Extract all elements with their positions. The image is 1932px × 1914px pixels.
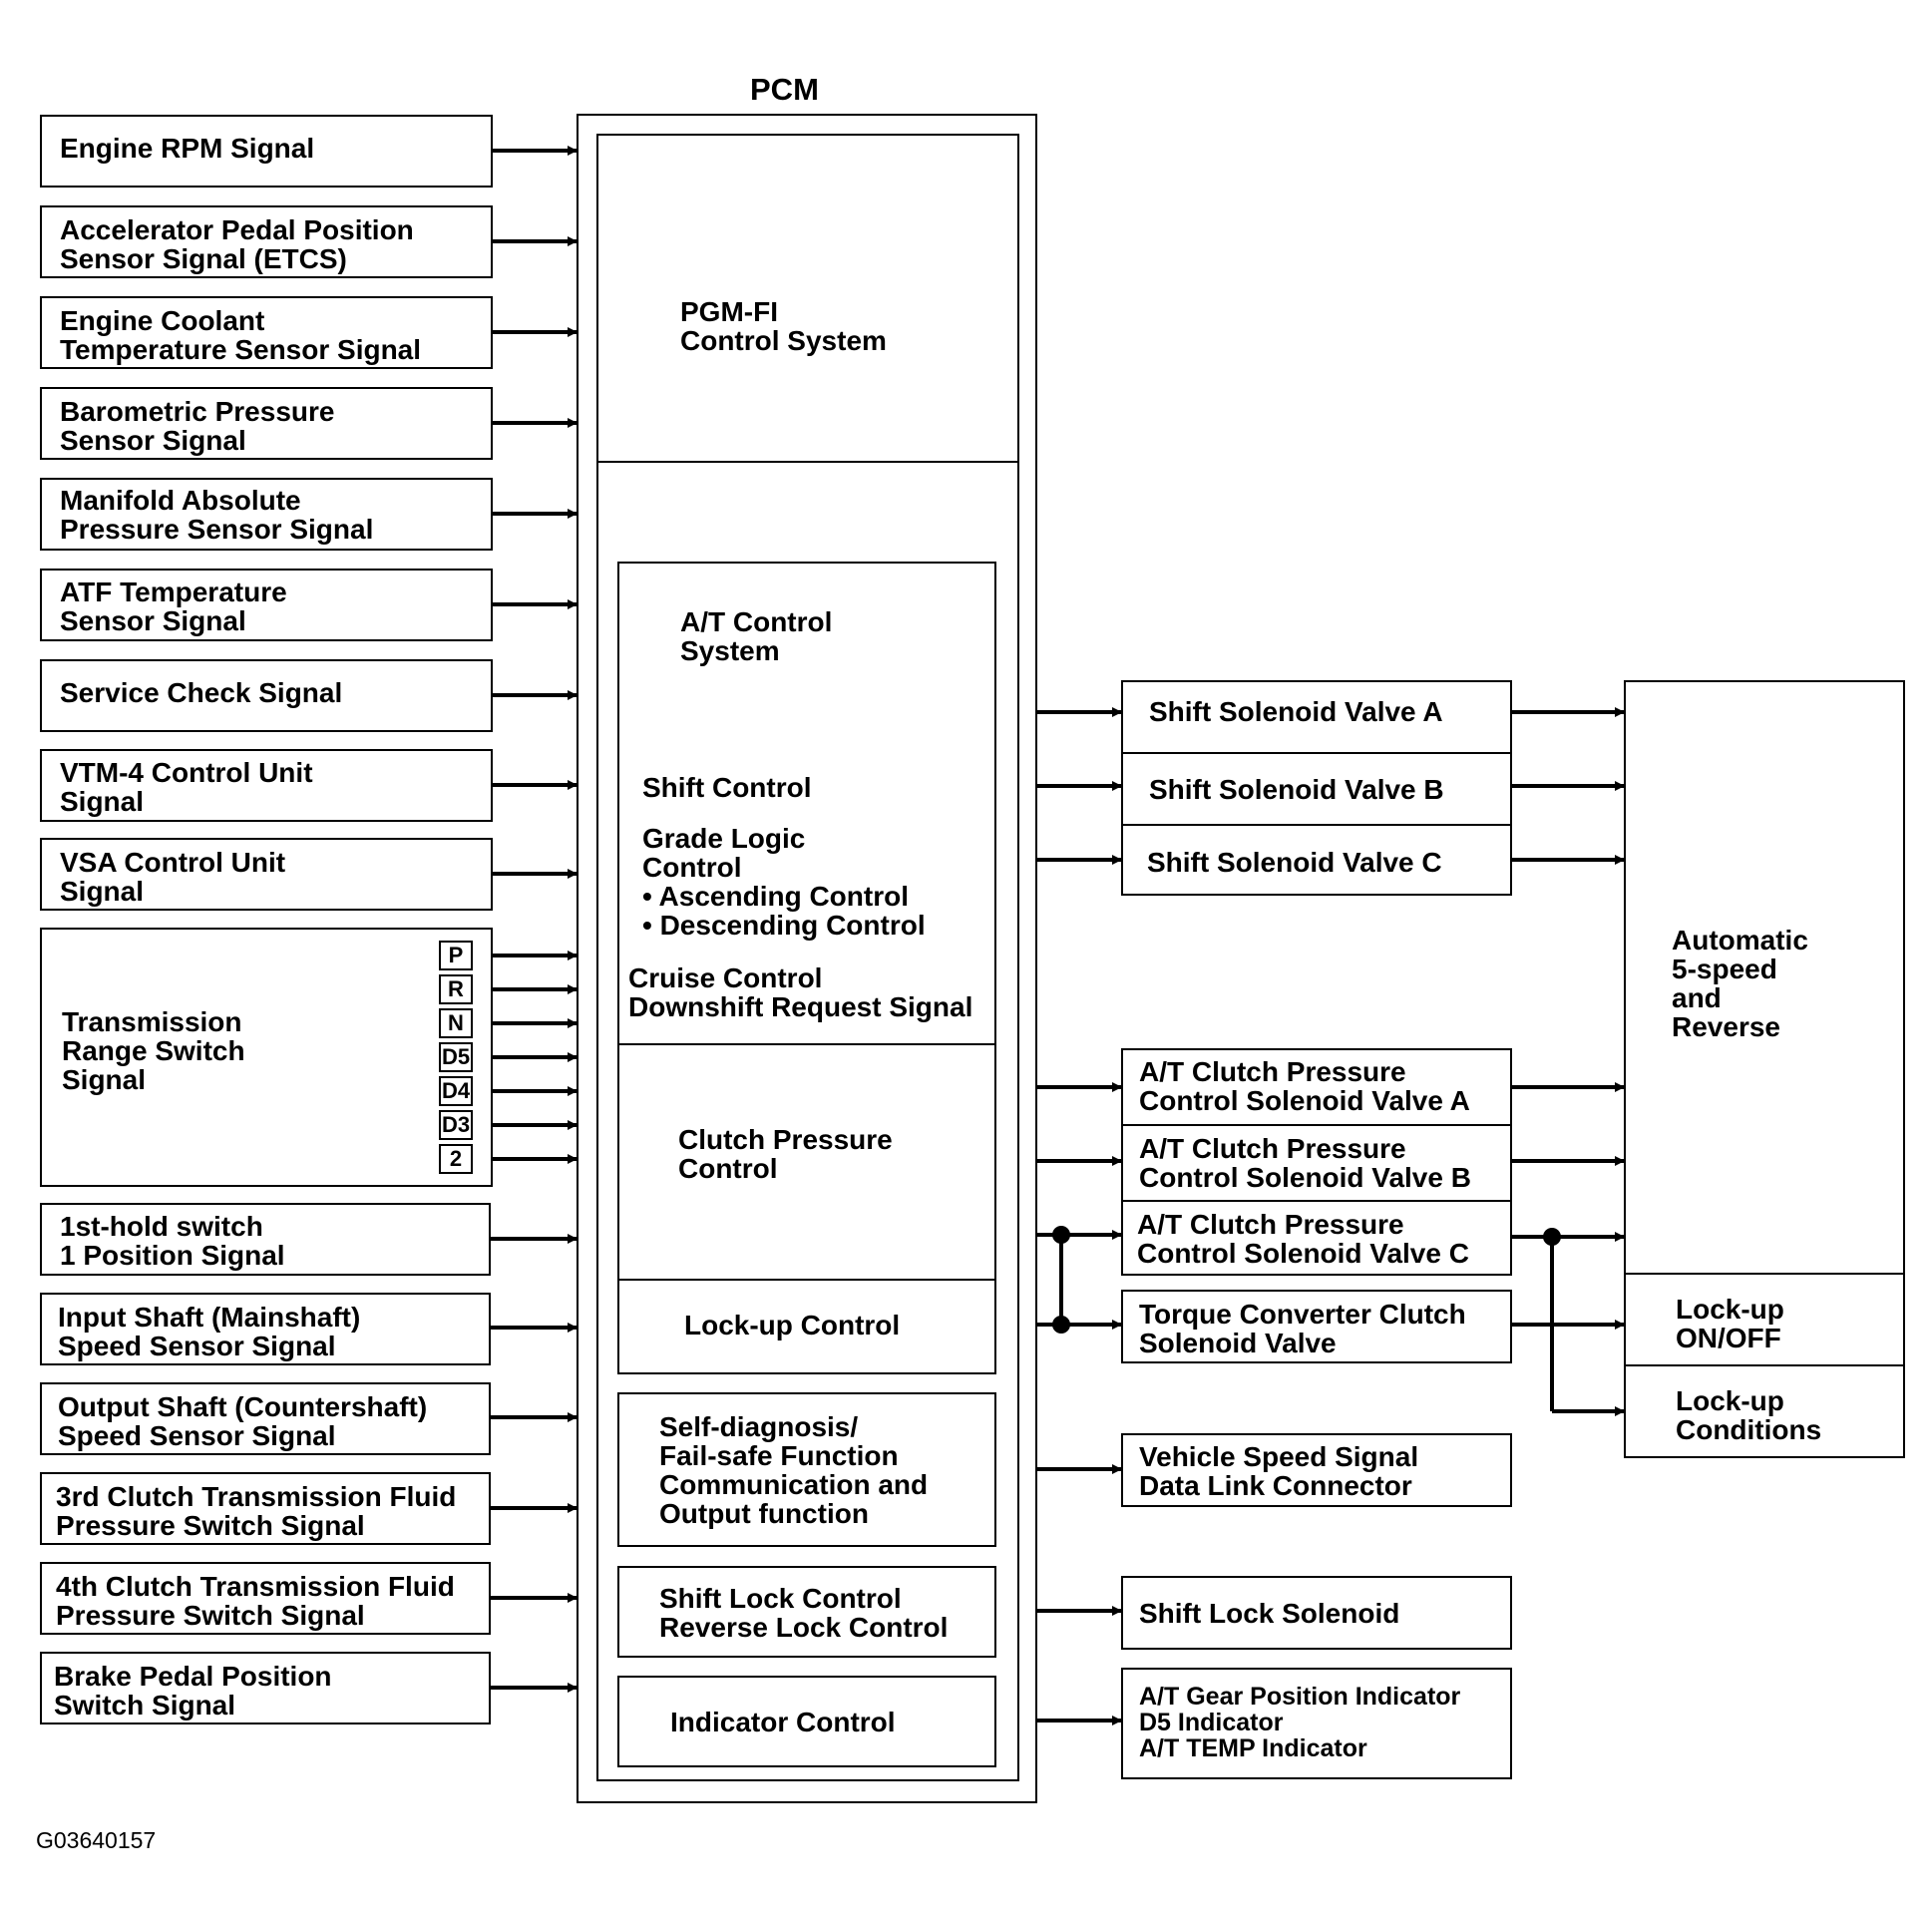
input-barometric <box>40 387 493 460</box>
indicator-control-label: Indicator Control <box>670 1707 896 1737</box>
input-4th-clutch-label: 4th Clutch Transmission Fluid Pressure S… <box>56 1571 455 1631</box>
grade-logic-label: Grade Logic Control • Ascending Control … <box>642 823 926 941</box>
lockup-conditions-box <box>1624 1364 1905 1458</box>
output-shift-lock-solenoid <box>1121 1576 1512 1650</box>
output-shift-solenoid-c-label: Shift Solenoid Valve C <box>1147 847 1442 878</box>
cruise-control-label: Cruise Control Downshift Request Signal <box>628 962 973 1022</box>
input-vsa-label: VSA Control Unit Signal <box>60 847 286 907</box>
shift-lock-section <box>617 1566 996 1658</box>
input-4th-clutch <box>40 1562 491 1635</box>
input-transmission-range-label: Transmission Range Switch Signal <box>62 1006 245 1095</box>
pcm-title: PCM <box>750 72 819 107</box>
output-shift-solenoid-b <box>1121 752 1512 826</box>
input-output-shaft-label: Output Shaft (Countershaft) Speed Sensor… <box>58 1391 428 1451</box>
output-indicators-label: A/T Gear Position Indicator D5 Indicator… <box>1139 1683 1461 1762</box>
input-1st-hold <box>40 1203 491 1276</box>
input-manifold-pressure <box>40 478 493 551</box>
output-indicators <box>1121 1668 1512 1779</box>
lockup-control-section <box>617 1279 996 1374</box>
input-1st-hold-label: 1st-hold switch 1 Position Signal <box>60 1211 285 1271</box>
input-vtm4-label: VTM-4 Control Unit Signal <box>60 757 313 817</box>
gear-d3: D3 <box>439 1110 473 1140</box>
output-shift-solenoid-b-label: Shift Solenoid Valve B <box>1149 774 1444 805</box>
input-3rd-clutch <box>40 1472 491 1545</box>
output-torque-converter <box>1121 1290 1512 1363</box>
gear-2: 2 <box>439 1144 473 1174</box>
transmission-box <box>1624 680 1905 1275</box>
input-barometric-label: Barometric Pressure Sensor Signal <box>60 396 335 456</box>
at-control-label: A/T Control System <box>680 606 833 666</box>
pgm-fi-section <box>596 134 1019 463</box>
transmission-label: Automatic 5-speed and Reverse <box>1672 925 1808 1042</box>
output-vehicle-speed <box>1121 1433 1512 1507</box>
lockup-control-label: Lock-up Control <box>684 1310 901 1340</box>
output-clutch-solenoid-b-label: A/T Clutch Pressure Control Solenoid Val… <box>1139 1133 1471 1193</box>
input-input-shaft-label: Input Shaft (Mainshaft) Speed Sensor Sig… <box>58 1302 361 1361</box>
input-atf-temperature <box>40 569 493 641</box>
output-shift-solenoid-c <box>1121 824 1512 896</box>
input-engine-rpm-label: Engine RPM Signal <box>60 133 315 164</box>
figure-code: G03640157 <box>36 1827 157 1853</box>
input-manifold-pressure-label: Manifold Absolute Pressure Sensor Signal <box>60 485 374 545</box>
pgm-fi-label: PGM-FI Control System <box>680 296 887 356</box>
input-brake-pedal <box>40 1652 491 1724</box>
input-vsa <box>40 838 493 911</box>
lockup-conditions-label: Lock-up Conditions <box>1676 1385 1822 1445</box>
gear-r: R <box>439 974 473 1004</box>
self-diagnosis-section <box>617 1392 996 1547</box>
output-shift-lock-solenoid-label: Shift Lock Solenoid <box>1139 1598 1400 1629</box>
gear-p: P <box>439 941 473 970</box>
input-service-check <box>40 659 493 732</box>
input-atf-temperature-label: ATF Temperature Sensor Signal <box>60 576 287 636</box>
self-diagnosis-label: Self-diagnosis/ Fail-safe Function Commu… <box>659 1411 929 1529</box>
output-torque-converter-label: Torque Converter Clutch Solenoid Valve <box>1139 1299 1466 1358</box>
input-accelerator-pedal <box>40 205 493 278</box>
input-transmission-range <box>40 928 493 1187</box>
indicator-control-section <box>617 1676 996 1767</box>
input-engine-rpm <box>40 115 493 188</box>
output-shift-solenoid-a-label: Shift Solenoid Valve A <box>1149 696 1443 727</box>
output-clutch-solenoid-c-label: A/T Clutch Pressure Control Solenoid Val… <box>1137 1209 1469 1269</box>
output-clutch-solenoid-a <box>1121 1048 1512 1126</box>
output-shift-solenoid-a <box>1121 680 1512 754</box>
lockup-onoff-label: Lock-up ON/OFF <box>1676 1294 1784 1353</box>
gear-d4: D4 <box>439 1076 473 1106</box>
gear-d5: D5 <box>439 1042 473 1072</box>
input-vtm4 <box>40 749 493 822</box>
output-vehicle-speed-label: Vehicle Speed Signal Data Link Connector <box>1139 1441 1419 1501</box>
input-3rd-clutch-label: 3rd Clutch Transmission Fluid Pressure S… <box>56 1481 457 1541</box>
input-engine-coolant-label: Engine Coolant Temperature Sensor Signal <box>60 305 422 365</box>
output-clutch-solenoid-a-label: A/T Clutch Pressure Control Solenoid Val… <box>1139 1056 1470 1116</box>
at-control-section <box>617 562 996 1045</box>
output-clutch-solenoid-c <box>1121 1200 1512 1276</box>
input-accelerator-pedal-label: Accelerator Pedal Position Sensor Signal… <box>60 214 414 274</box>
input-output-shaft <box>40 1382 491 1455</box>
input-engine-coolant <box>40 296 493 369</box>
input-brake-pedal-label: Brake Pedal Position Switch Signal <box>54 1661 332 1721</box>
clutch-pressure-label: Clutch Pressure Control <box>678 1124 893 1184</box>
gear-n: N <box>439 1008 473 1038</box>
lockup-onoff-box <box>1624 1273 1905 1366</box>
shift-control-label: Shift Control <box>642 772 812 803</box>
shift-lock-label: Shift Lock Control Reverse Lock Control <box>659 1583 949 1643</box>
input-input-shaft <box>40 1293 491 1365</box>
input-service-check-label: Service Check Signal <box>60 677 343 708</box>
